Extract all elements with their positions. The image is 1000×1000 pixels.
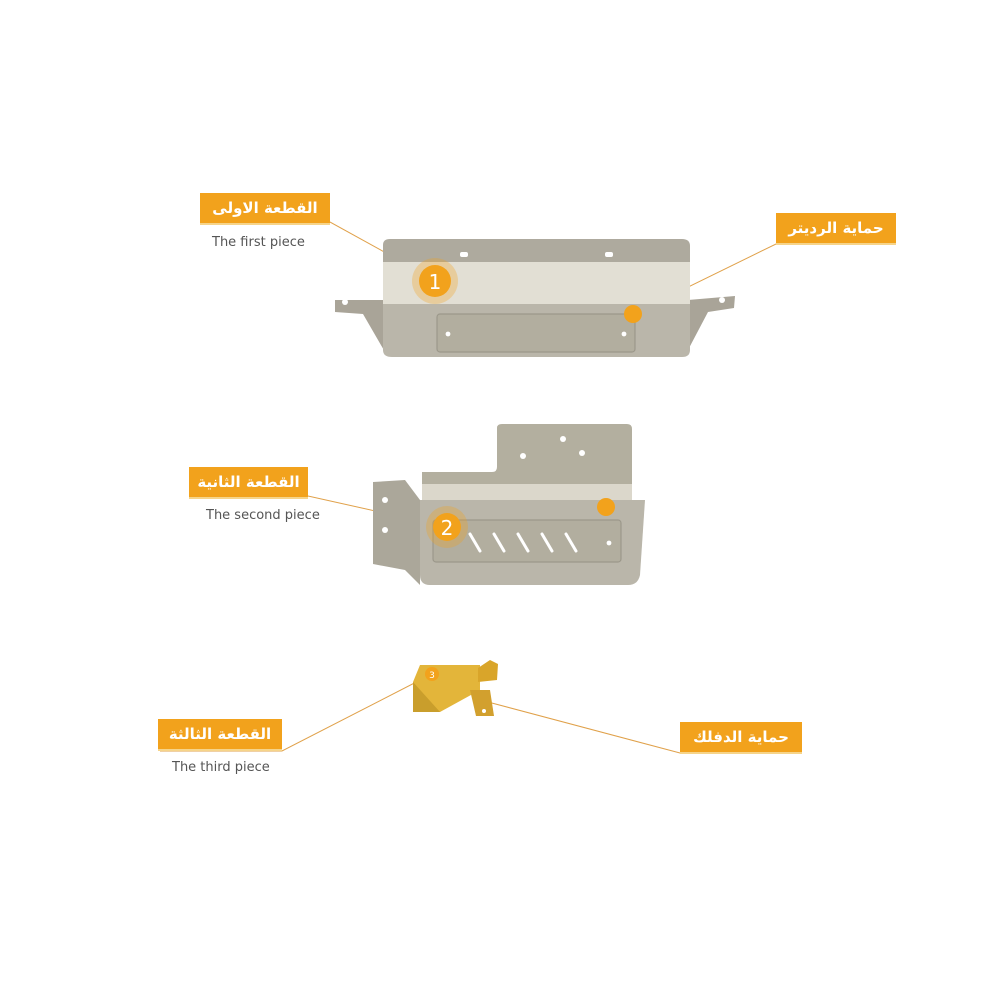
- svg-text:1: 1: [429, 270, 442, 294]
- svg-text:3: 3: [429, 671, 435, 681]
- piece-3-caption: The third piece: [172, 760, 270, 775]
- radiator-guard-label: حماية الرديتر: [776, 213, 896, 245]
- piece-2-marker-dot: [597, 498, 615, 516]
- radiator-marker-dot: [624, 305, 642, 323]
- svg-text:2: 2: [441, 516, 454, 540]
- piece-3-label: القطعة الثالثة: [158, 719, 282, 751]
- piece-2-label: القطعة الثانية: [189, 467, 308, 499]
- piece-2-caption: The second piece: [206, 508, 320, 523]
- leader-line-piece-3: [160, 674, 431, 752]
- piece-3-bracket: [413, 660, 498, 716]
- piece-1-caption: The first piece: [212, 235, 305, 250]
- piece-2-plate: [373, 424, 645, 585]
- piece-1-plate: [335, 239, 735, 357]
- piece-2-number-badge: 2: [426, 506, 468, 548]
- piece-1-number-badge: 1: [412, 258, 458, 304]
- piece-1-label: القطعة الاولى: [200, 193, 330, 225]
- piece-3-number-badge: 3: [425, 667, 439, 681]
- diff-guard-label: حماية الدفلك: [680, 722, 802, 754]
